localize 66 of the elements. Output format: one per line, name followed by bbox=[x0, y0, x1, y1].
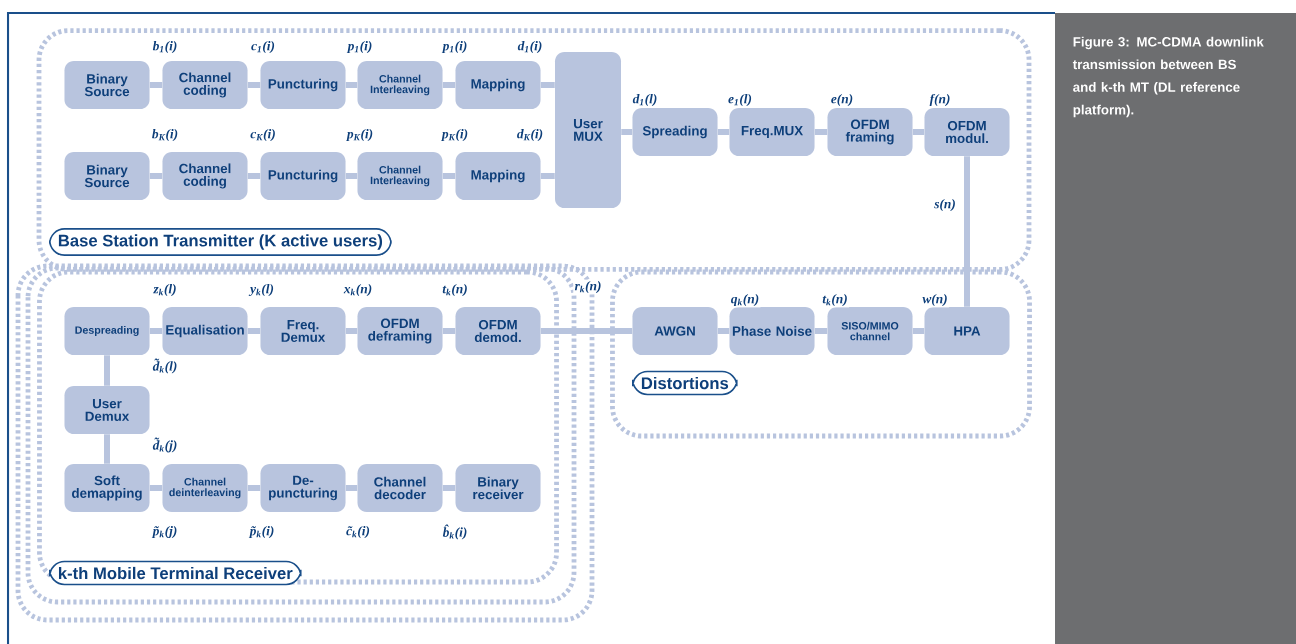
process-box: User MUX bbox=[555, 52, 621, 208]
process-box: Phase Noise bbox=[729, 307, 815, 355]
signal-label: d̃$_{k}$(j) bbox=[151, 436, 179, 454]
process-box: Channel Interleaving bbox=[357, 61, 443, 109]
process-box: OFDM demod. bbox=[455, 307, 541, 355]
process-box: Channel deinterleaving bbox=[162, 464, 248, 512]
connector bbox=[814, 328, 828, 334]
connector bbox=[149, 328, 163, 334]
connector bbox=[149, 173, 163, 179]
connector bbox=[104, 434, 110, 464]
process-box: Freq. Demux bbox=[260, 307, 346, 355]
process-box: Puncturing bbox=[260, 61, 346, 109]
connector bbox=[345, 485, 358, 491]
connector bbox=[540, 173, 555, 179]
connector bbox=[964, 156, 970, 307]
process-box: Soft demapping bbox=[64, 464, 150, 512]
process-box: Binary receiver bbox=[455, 464, 541, 512]
signal-label: d̃$_{k}$(l) bbox=[151, 357, 179, 375]
process-box: User Demux bbox=[64, 386, 150, 434]
group-label: k-th Mobile Terminal Receiver bbox=[49, 560, 302, 586]
connector bbox=[345, 173, 358, 179]
process-box: SISO/MIMO channel bbox=[827, 307, 913, 355]
connector bbox=[912, 328, 925, 334]
signal-label: b̂$_{k}$(i) bbox=[441, 523, 469, 541]
connector bbox=[345, 328, 358, 334]
group-label: Base Station Transmitter (K active users) bbox=[49, 228, 392, 256]
process-box: OFDM framing bbox=[827, 108, 913, 156]
process-box: Binary Source bbox=[64, 152, 150, 200]
connector bbox=[912, 129, 925, 135]
connector bbox=[247, 328, 261, 334]
process-box: Freq.MUX bbox=[729, 108, 815, 156]
process-box: Despreading bbox=[64, 307, 150, 355]
process-box: Channel decoder bbox=[357, 464, 443, 512]
connector bbox=[540, 82, 555, 88]
connector bbox=[621, 129, 633, 135]
connector bbox=[247, 82, 261, 88]
connector bbox=[247, 173, 261, 179]
process-box: OFDM deframing bbox=[357, 307, 443, 355]
connector bbox=[149, 485, 163, 491]
process-box: Puncturing bbox=[260, 152, 346, 200]
process-box: Binary Source bbox=[64, 61, 150, 109]
connector bbox=[247, 485, 261, 491]
process-box: Spreading bbox=[632, 108, 718, 156]
group-label: Distortions bbox=[632, 370, 738, 396]
process-box: Mapping bbox=[455, 61, 541, 109]
connector bbox=[717, 328, 730, 334]
connector bbox=[717, 129, 730, 135]
connector bbox=[442, 173, 456, 179]
connector bbox=[345, 82, 358, 88]
connector bbox=[814, 129, 828, 135]
process-box: Channel coding bbox=[162, 61, 248, 109]
process-box: De-puncturing bbox=[260, 464, 346, 512]
process-box: Channel coding bbox=[162, 152, 248, 200]
connector bbox=[442, 82, 456, 88]
process-box: Equalisation bbox=[162, 307, 248, 355]
process-box: Mapping bbox=[455, 152, 541, 200]
process-box: AWGN bbox=[632, 307, 718, 355]
connector bbox=[104, 355, 110, 386]
connector bbox=[149, 82, 163, 88]
process-box: HPA bbox=[924, 307, 1010, 355]
connector bbox=[442, 328, 456, 334]
process-box: Channel Interleaving bbox=[357, 152, 443, 200]
process-box: OFDM modul. bbox=[924, 108, 1010, 156]
connector bbox=[540, 328, 633, 334]
connector bbox=[442, 485, 456, 491]
caption: Figure 3: MC-CDMA downlink transmission between BS and k-th MT (DL reference platform). bbox=[1072, 36, 1264, 118]
